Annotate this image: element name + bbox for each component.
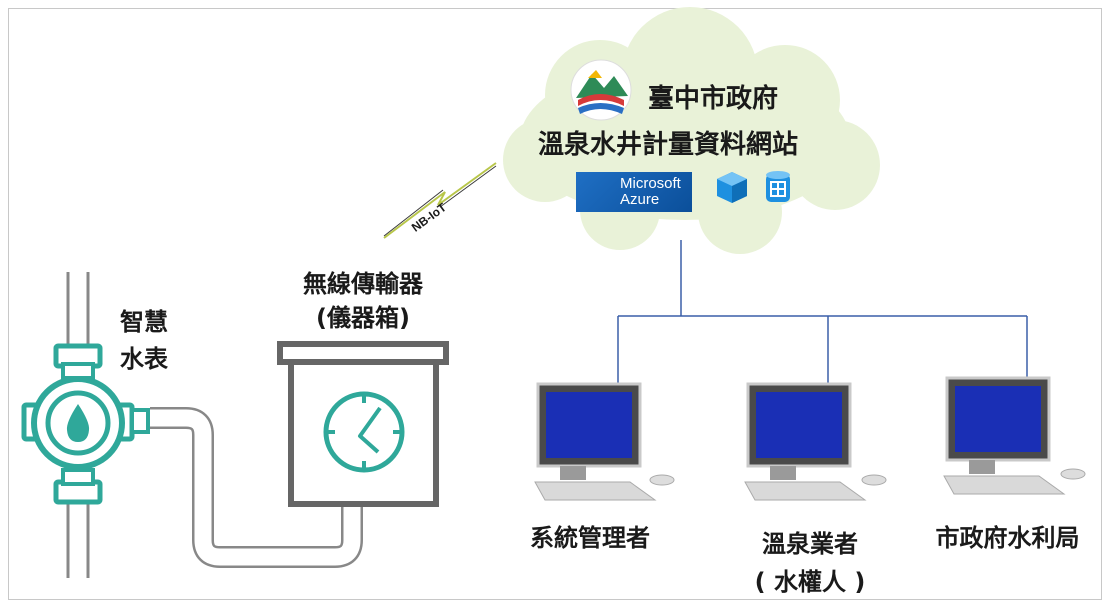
clock-icon	[323, 391, 405, 473]
database-icon	[766, 171, 790, 202]
client-label-operator-sub: ( 水權人 )	[754, 568, 866, 596]
client-label-admin: 系統管理者	[530, 524, 650, 552]
connecting-pipe	[150, 407, 363, 568]
lightning-icon	[383, 162, 497, 239]
water-drop-icon	[66, 404, 90, 442]
transmitter-label-line1: 無線傳輸器	[303, 270, 423, 298]
meter-label-line2: 水表	[120, 345, 168, 373]
diagram-frame	[8, 8, 1102, 600]
computer-water-bureau	[943, 376, 1086, 495]
transmitter-label-line2: (儀器箱)	[316, 304, 410, 332]
client-label-operator: 溫泉業者	[762, 530, 858, 558]
site-name: 溫泉水井計量資料網站	[538, 130, 799, 160]
logo-icon	[570, 59, 632, 121]
azure-text-line1: Microsoft	[620, 175, 681, 192]
cube-icon	[717, 172, 747, 203]
computer-admin	[534, 382, 675, 501]
azure-badge	[576, 172, 692, 212]
network-lines	[617, 240, 1028, 385]
monitor-icon	[534, 376, 1086, 501]
azure-text-line2: Azure	[620, 191, 660, 208]
org-name: 臺中市政府	[648, 84, 779, 114]
meter-label-line1: 智慧	[120, 308, 168, 336]
computer-operator	[744, 382, 887, 501]
client-label-water-bureau: 市政府水利局	[935, 524, 1080, 552]
